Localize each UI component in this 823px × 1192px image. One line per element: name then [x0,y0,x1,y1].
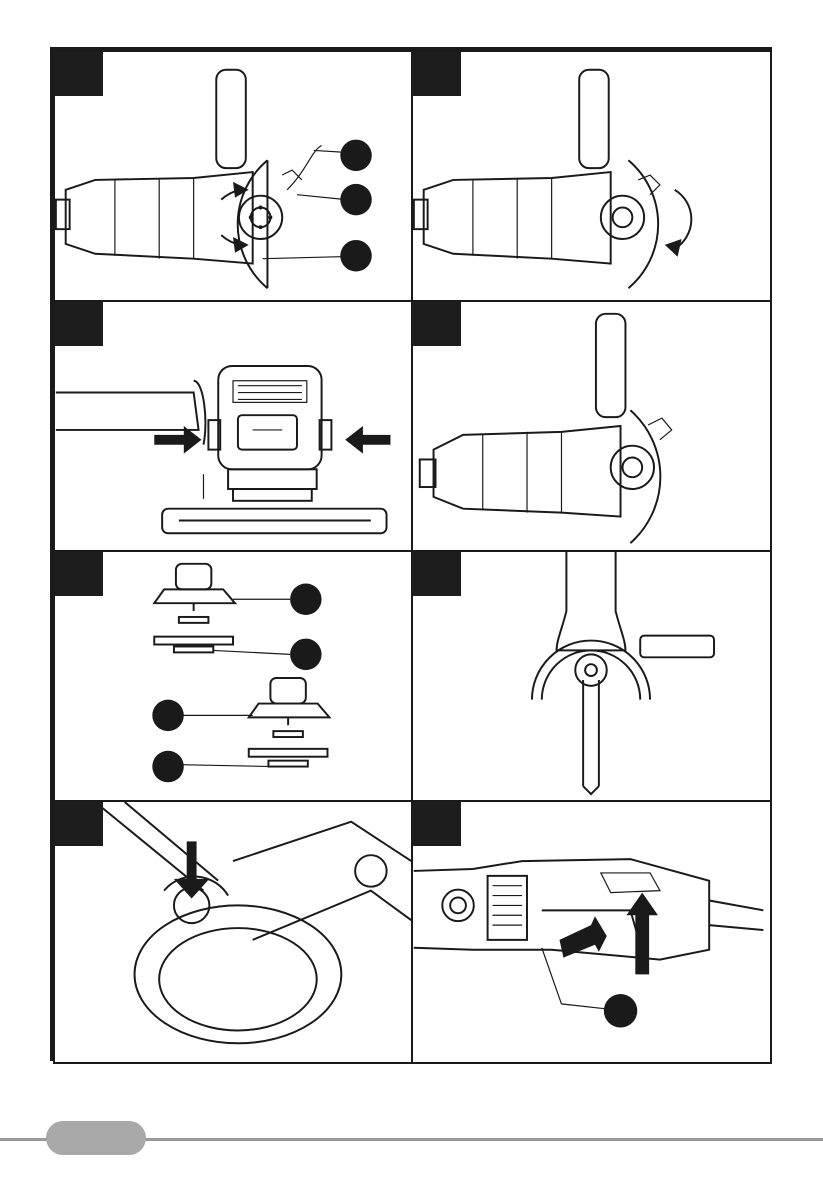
panel-1-label [55,52,103,96]
callout-dot [290,583,321,614]
grinder-top-view-spanner [413,552,770,801]
panel-2 [411,50,772,303]
grinder-side-view-guard-rotate [55,52,412,301]
callout-dot [152,751,183,782]
panel-3-label [55,302,103,346]
grinder-switch-operation [413,802,770,1062]
flange-disc-exploded-views [55,552,412,801]
callout-dot [340,240,371,271]
panel-3 [53,300,414,553]
panel-6-label [413,552,461,596]
panel-5 [53,550,414,803]
panel-7-label [55,802,103,846]
panel-4-label [413,302,461,346]
panel-1 [53,50,414,303]
panel-2-label [413,52,461,96]
panel-4 [411,300,772,553]
callout-dot [290,639,321,670]
panel-8 [411,800,772,1064]
callout-dot [340,140,371,171]
callout-dot [340,184,371,215]
grinder-spindle-lock-press [55,802,412,1062]
grinder-front-view-press [55,302,412,551]
grinder-side-view-assembled [413,302,770,551]
page-number-pill [46,1121,146,1155]
callout-dot [152,700,183,731]
illustration-sheet [50,47,772,1061]
panel-6 [411,550,772,803]
panel-5-label [55,552,103,596]
panel-8-label [413,802,461,846]
panel-7 [53,800,414,1064]
callout-dot [604,994,637,1027]
grinder-side-view-guard-rotated [413,52,770,301]
